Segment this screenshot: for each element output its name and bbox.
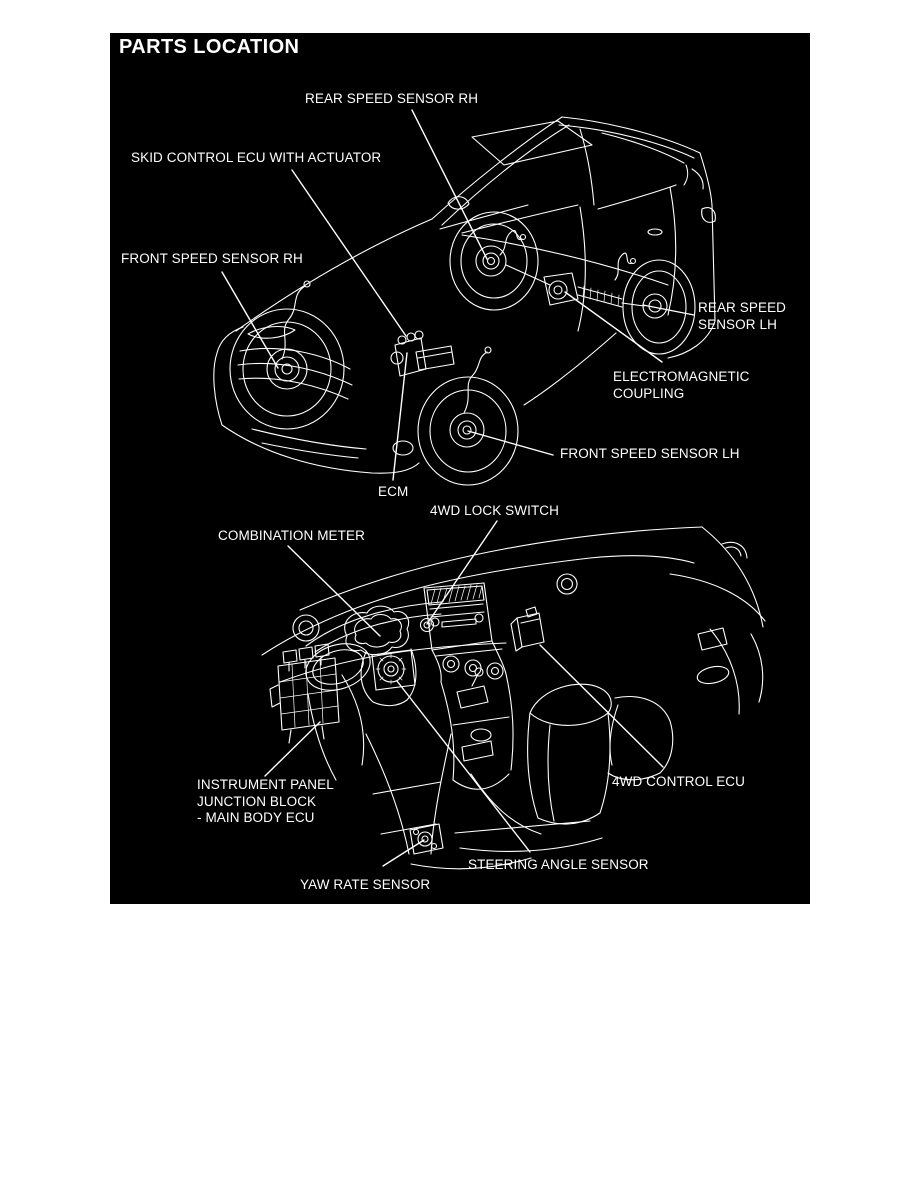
4wd-control-ecu-unit [510, 606, 545, 652]
leader-4wd-control-ecu [539, 644, 664, 768]
front-seat [607, 696, 674, 781]
label-4wd-lock-switch: 4WD LOCK SWITCH [430, 503, 560, 518]
label-front-speed-sensor-rh: FRONT SPEED SENSOR RH [121, 251, 303, 266]
leader-ecm [392, 352, 408, 481]
page-title: PARTS LOCATION [119, 36, 300, 58]
right-air-vent [556, 573, 578, 595]
rear-wheel-lh [622, 259, 696, 355]
abs-wire-front-rh [281, 285, 306, 360]
side-mirror [447, 196, 470, 210]
sunroof [471, 120, 593, 166]
label-steering-angle-sensor: STEERING ANGLE SENSOR [468, 857, 649, 872]
vehicle-exterior-drawing [213, 116, 716, 486]
rear-wheel-rh [449, 211, 539, 311]
4wd-lock-switch-unit [419, 617, 435, 633]
door-trim [669, 541, 766, 715]
door-handle [647, 228, 663, 236]
fog-lamp [392, 440, 414, 456]
label-ecm: ECM [378, 484, 409, 499]
abs-wire-rear-rh [499, 229, 523, 256]
left-air-vent [292, 614, 320, 642]
abs-wire-front-lh [463, 351, 488, 414]
label-yaw-rate-sensor: YAW RATE SENSOR [300, 877, 431, 892]
leader-yaw-rate-sensor [382, 839, 425, 867]
label-rear-speed-sensor-lh: REAR SPEED SENSOR LH [698, 300, 787, 332]
ecm-unit [415, 345, 455, 371]
parts-location-panel: PARTS LOCATION REAR SPEED SENSOR RH SKID… [110, 33, 810, 904]
label-rear-speed-sensor-rh: REAR SPEED SENSOR RH [305, 91, 479, 106]
leader-electromagnetic-coupling [564, 291, 663, 363]
leader-lines [221, 109, 695, 867]
label-junction-block: INSTRUMENT PANEL JUNCTION BLOCK - MAIN B… [197, 777, 334, 825]
tail-lamp [701, 207, 716, 223]
parts-location-diagram [213, 109, 766, 870]
label-skid-control-ecu: SKID CONTROL ECU WITH ACTUATOR [131, 150, 382, 165]
label-front-speed-sensor-lh: FRONT SPEED SENSOR LH [560, 446, 740, 461]
label-combination-meter: COMBINATION METER [218, 528, 365, 543]
center-stack [423, 582, 507, 683]
yaw-rate-sensor-unit [409, 823, 444, 855]
leader-4wd-lock-switch [426, 520, 498, 625]
abs-wire-rear-lh [614, 252, 633, 281]
leader-rear-speed-sensor-rh [411, 109, 488, 260]
leader-skid-control-ecu [291, 169, 407, 337]
center-console [440, 667, 612, 825]
leader-steering-angle-sensor [396, 680, 531, 853]
steering-wheel [305, 643, 371, 691]
leader-front-speed-sensor-lh [467, 430, 554, 456]
combination-meter-unit [344, 605, 410, 656]
leader-rear-speed-sensor-lh [642, 304, 695, 316]
electromagnetic-coupling-unit [505, 264, 645, 308]
instrument-panel-drawing [261, 526, 766, 870]
leader-front-speed-sensor-rh [221, 271, 279, 369]
headlamp [247, 325, 296, 339]
leader-combination-meter [287, 545, 381, 637]
label-4wd-control-ecu: 4WD CONTROL ECU [612, 774, 746, 789]
junction-block-unit [269, 643, 340, 744]
label-electromagnetic-coupling: ELECTROMAGNETIC COUPLING [613, 369, 750, 401]
leader-junction-block [264, 721, 321, 777]
